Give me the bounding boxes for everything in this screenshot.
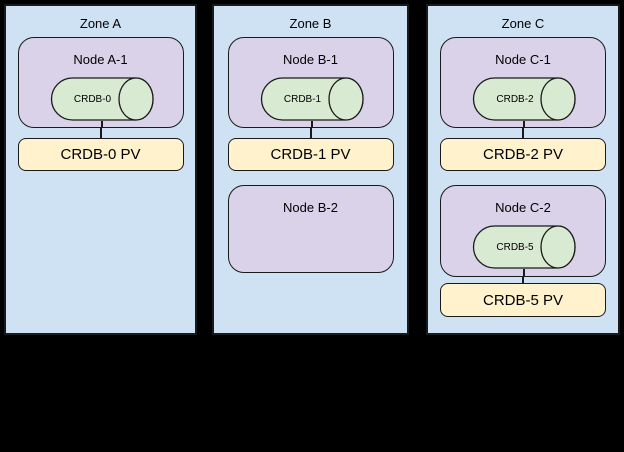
- node-c-2: Node C-2 CRDB-5: [440, 185, 606, 277]
- database-cylinder-icon: [472, 225, 576, 269]
- node-a-1-label: Node A-1: [73, 52, 128, 67]
- node-b-2: Node B-2: [227, 185, 394, 273]
- database-cylinder-icon: [472, 77, 576, 121]
- zone-c: Zone C Node C-1 CRDB-2 CRDB-2 PV Node C-…: [426, 4, 620, 335]
- zone-a: Zone A Node A-1 CRDB-0 CRDB-0 PV: [4, 4, 197, 335]
- crdb-5-pv-box: CRDB-5 PV: [440, 283, 606, 317]
- connector-line: [100, 121, 103, 128]
- node-b-2-label: Node B-2: [283, 200, 338, 215]
- crdb-2-cylinder-label: CRDB-2: [496, 93, 534, 105]
- crdb-5-cylinder: CRDB-5: [472, 225, 576, 269]
- database-cylinder-icon: [50, 77, 154, 121]
- connector-line: [523, 269, 525, 277]
- node-b-1: Node B-1 CRDB-1: [227, 37, 394, 128]
- crdb-1-cylinder: CRDB-1: [260, 77, 364, 121]
- connector-line: [99, 128, 102, 138]
- zone-c-label: Zone C: [501, 16, 545, 31]
- node-c-1: Node C-1 CRDB-2: [440, 37, 606, 128]
- connector-line: [522, 277, 524, 283]
- crdb-1-pv-box: CRDB-1 PV: [227, 138, 394, 171]
- zone-b-label: Zone B: [289, 16, 332, 31]
- node-c-1-label: Node C-1: [495, 52, 551, 67]
- node-c-2-label: Node C-2: [495, 200, 551, 215]
- crdb-0-cylinder-label: CRDB-0: [73, 93, 112, 105]
- connector-line: [522, 128, 524, 138]
- zone-b: Zone B Node B-1 CRDB-1 CRDB-1 PV Node B-…: [212, 4, 409, 335]
- database-cylinder-icon: [260, 77, 364, 121]
- node-a-1: Node A-1 CRDB-0: [17, 37, 184, 128]
- crdb-0-cylinder: CRDB-0: [50, 77, 154, 121]
- crdb-2-cylinder: CRDB-2: [472, 77, 576, 121]
- crdb-2-pv-box: CRDB-2 PV: [440, 138, 606, 171]
- connector-line: [309, 128, 312, 138]
- crdb-5-cylinder-label: CRDB-5: [496, 241, 534, 253]
- connector-line: [523, 121, 525, 128]
- connector-line: [310, 121, 313, 128]
- node-b-1-label: Node B-1: [283, 52, 338, 67]
- crdb-0-pv-box: CRDB-0 PV: [17, 138, 184, 171]
- crdb-1-cylinder-label: CRDB-1: [283, 93, 322, 105]
- zone-a-label: Zone A: [79, 16, 122, 31]
